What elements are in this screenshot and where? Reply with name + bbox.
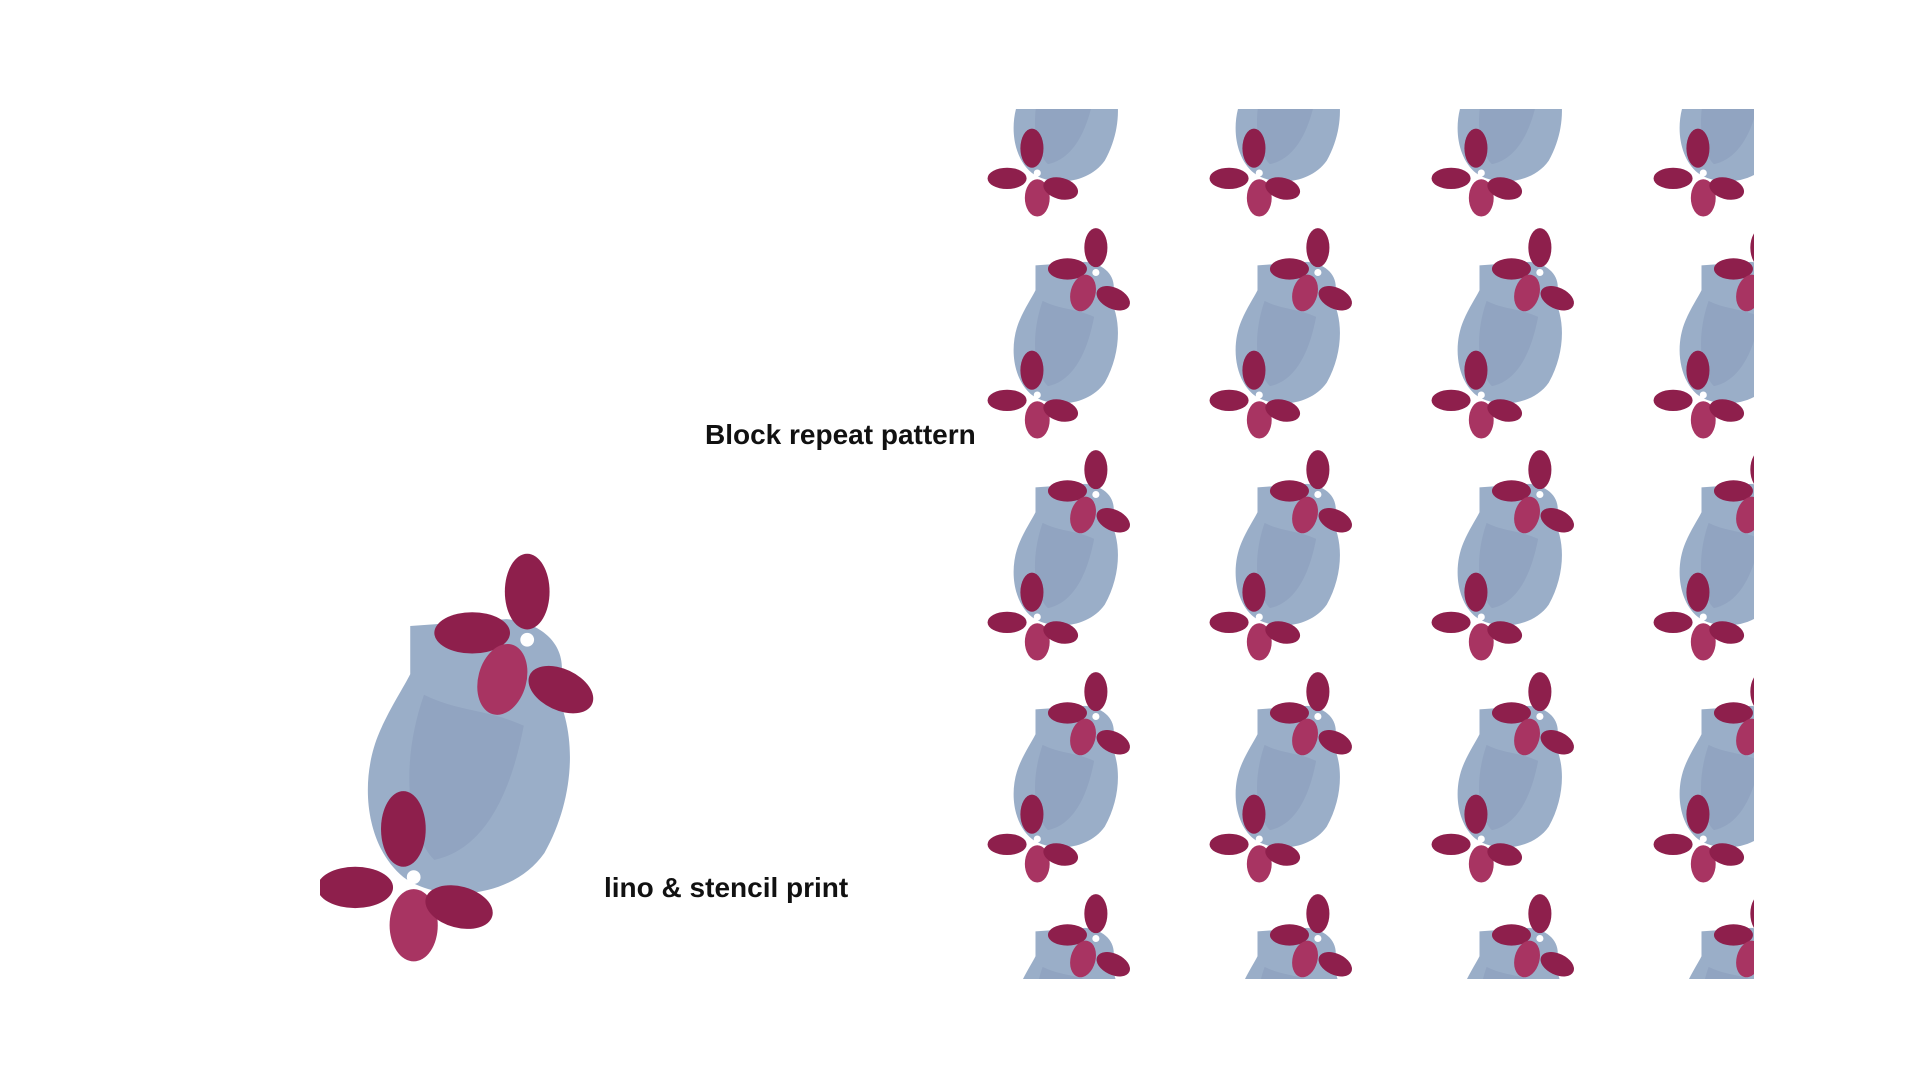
pattern-tile (1431, 450, 1578, 661)
single-print-image (320, 553, 601, 962)
pattern-tile (1209, 672, 1356, 883)
print-caption: lino & stencil print (604, 872, 849, 903)
pattern-tile (987, 109, 1134, 217)
pattern-tile (1209, 228, 1356, 439)
pattern-tile (987, 894, 1134, 979)
pattern-tile (1431, 894, 1578, 979)
pattern-tile (1431, 109, 1578, 217)
pattern-tile (1653, 450, 1754, 661)
pattern-tile (1653, 228, 1754, 439)
jug-motif (320, 553, 601, 962)
pattern-tile (1209, 109, 1356, 217)
pattern-caption: Block repeat pattern (705, 419, 976, 450)
pattern-tile (987, 228, 1134, 439)
pattern-tile (1653, 109, 1754, 217)
pattern-tile (1209, 450, 1356, 661)
pattern-tile (1653, 672, 1754, 883)
pattern-tile (1431, 228, 1578, 439)
pattern-tile (1209, 894, 1356, 979)
pattern-tile (987, 450, 1134, 661)
pattern-tile (1653, 894, 1754, 979)
pattern-tile (1431, 672, 1578, 883)
block-repeat-pattern (976, 109, 1754, 979)
pattern-tile (987, 672, 1134, 883)
